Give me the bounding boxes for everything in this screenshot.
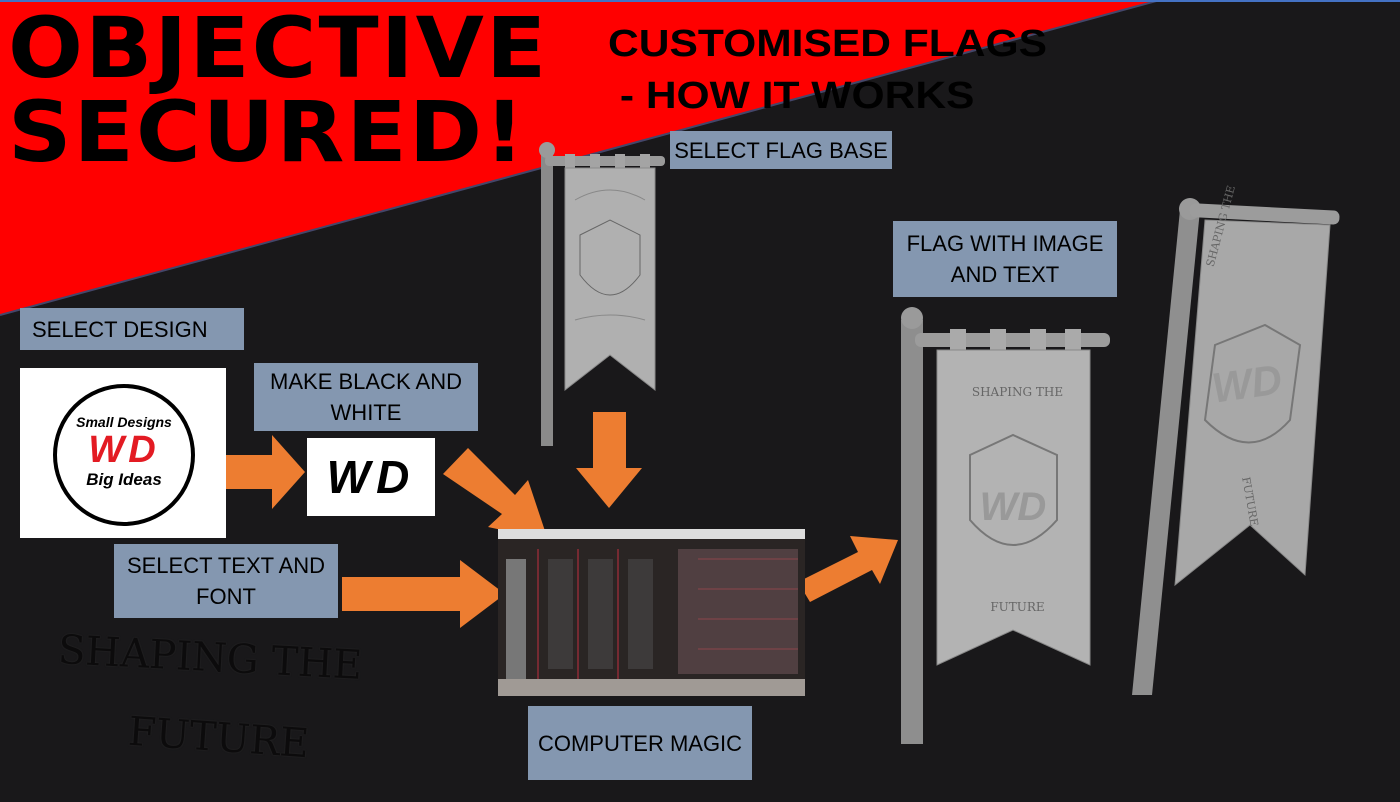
arrow-bw-to-computer (443, 448, 548, 540)
bw-logo-image: WD (307, 438, 435, 516)
arrow-design-to-bw (226, 435, 305, 509)
label-select-design: SELECT DESIGN (20, 308, 244, 350)
label-select-text-font: SELECT TEXT AND FONT (114, 544, 338, 618)
arrow-text-to-computer (342, 560, 505, 628)
computer-image (498, 529, 805, 696)
flag-base-image (539, 142, 665, 446)
arrow-computer-to-flag (798, 536, 898, 602)
label-flag-with-image-text: FLAG WITH IMAGE AND TEXT (893, 221, 1117, 297)
finished-flag-front: SHAPING THE WD FUTURE (895, 305, 1115, 745)
label-make-black-white: MAKE BLACK AND WHITE (254, 363, 478, 431)
design-logo-image: Small Designs WD Big Ideas (20, 368, 226, 538)
finished-flag-angled: SHAPING THE WD FUTURE (1130, 184, 1345, 700)
label-computer-magic: COMPUTER MAGIC (528, 706, 752, 780)
arrow-base-to-computer (576, 412, 642, 508)
subtitle: CUSTOMISED FLAGS - HOW IT WORKS (608, 23, 1048, 117)
label-select-flag-base: SELECT FLAG BASE (670, 131, 892, 169)
